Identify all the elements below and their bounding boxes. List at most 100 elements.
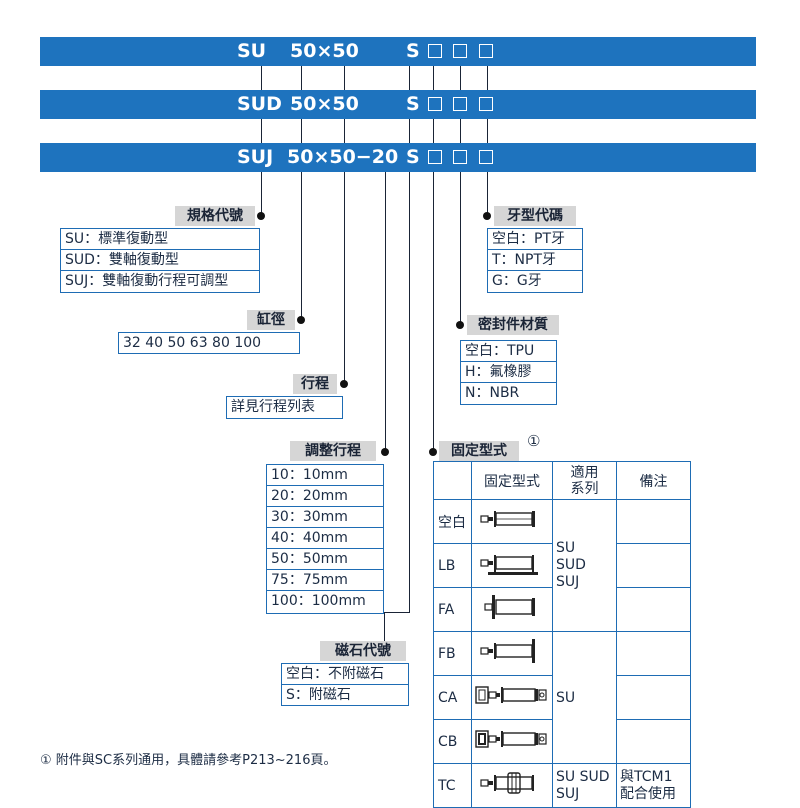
mount-remark	[616, 543, 691, 588]
connector-line	[409, 119, 411, 143]
mount-code: FB	[433, 631, 472, 676]
seal-label: 密封件材質	[467, 315, 559, 335]
connector-dot	[297, 316, 305, 324]
connector-line	[460, 172, 462, 325]
connector-line	[487, 172, 489, 216]
adjust-stroke-item: 50：50mm	[267, 549, 383, 570]
code-slot-square	[428, 97, 442, 111]
code-slot-square	[453, 97, 467, 111]
connector-line	[409, 172, 411, 612]
cylinder-fa-icon	[484, 595, 535, 619]
connector-dot	[381, 448, 389, 456]
bore-box: 32 40 50 63 80 100	[118, 332, 300, 354]
mount-code: 空白	[433, 499, 472, 544]
seal-item: N：NBR	[465, 385, 520, 401]
code-slot-square	[479, 44, 493, 58]
connector-line	[261, 66, 263, 90]
mount-series-line: SU	[556, 540, 576, 556]
mount-series-group: SU SUD SUJ	[552, 499, 617, 632]
mount-icon-cell	[471, 543, 553, 588]
mount-header-series: 適用 系列	[552, 461, 617, 500]
cylinder-ca-icon	[475, 686, 547, 704]
mount-remark	[616, 631, 691, 676]
adjust-stroke-item: 10：10mm	[267, 465, 383, 486]
thread-box: 空白：PT牙 T：NPT牙 G：G牙	[487, 228, 583, 293]
bar-size: 50×50	[290, 93, 359, 115]
connector-line	[384, 612, 410, 614]
connector-line	[433, 66, 435, 90]
mount-footnote-marker: ①	[527, 432, 541, 450]
spec-code-item: SU：標準復動型	[61, 229, 259, 250]
bar-size: 50×50−20	[287, 146, 399, 168]
magnet-item: S：附磁石	[286, 687, 351, 703]
mount-icon-cell	[471, 719, 553, 764]
bar-model: SU	[237, 40, 267, 62]
mount-header-remark: 備注	[616, 461, 691, 500]
mount-series-line: SU	[556, 689, 576, 706]
connector-line	[301, 172, 303, 320]
mount-series-line: SUJ	[556, 574, 580, 590]
bar-model: SUJ	[237, 146, 274, 168]
mount-code: CB	[433, 719, 472, 764]
adjust-stroke-box: 10：10mm 20：20mm 30：30mm 40：40mm 50：50mm …	[266, 464, 384, 614]
cylinder-tc-icon	[480, 772, 534, 794]
connector-line	[409, 66, 411, 90]
connector-dot	[429, 448, 437, 456]
mount-remark	[616, 675, 691, 720]
seal-item: 空白：TPU	[461, 341, 556, 362]
magnet-label: 磁石代號	[320, 641, 406, 661]
cylinder-lb-icon	[480, 555, 538, 575]
bar-suffix: S	[406, 146, 420, 168]
code-slot-square	[479, 150, 493, 164]
connector-line	[460, 66, 462, 90]
spec-code-label: 規格代號	[175, 206, 255, 226]
code-slot-square	[479, 97, 493, 111]
mount-table: 固定型式 適用 系列 備注 空白 SU SUD SUJ LB	[433, 461, 691, 808]
connector-dot	[456, 321, 464, 329]
model-bar-sud	[40, 90, 756, 119]
model-bar-su	[40, 37, 756, 66]
code-slot-square	[428, 44, 442, 58]
bar-suffix: S	[406, 40, 420, 62]
thread-item: 空白：PT牙	[488, 229, 582, 250]
connector-line	[344, 66, 346, 90]
mount-series-group: SU SUD SUJ	[552, 763, 617, 808]
code-slot-square	[453, 44, 467, 58]
magnet-box: 空白：不附磁石 S：附磁石	[281, 663, 409, 706]
bore-values: 32 40 50 63 80 100	[123, 335, 262, 351]
model-bar-suj	[40, 143, 756, 172]
spec-code-box: SU：標準復動型 SUD：雙軸復動型 SUJ：雙軸復動行程可調型	[60, 228, 260, 293]
spec-code-item: SUD：雙軸復動型	[61, 250, 259, 271]
connector-line	[487, 66, 489, 90]
mount-remark	[616, 719, 691, 764]
code-slot-square	[453, 150, 467, 164]
mount-series-line: SU SUD	[556, 768, 610, 785]
mount-remark: 與TCM1 配合使用	[616, 763, 691, 808]
mount-remark-line: 與TCM1	[620, 768, 673, 785]
mount-code: FA	[433, 587, 472, 632]
mount-icon-cell	[471, 675, 553, 720]
footnote: ① 附件與SC系列通用，具體請參考P213~216頁。	[40, 753, 337, 768]
thread-item: G：G牙	[492, 273, 542, 289]
thread-label: 牙型代碼	[494, 206, 576, 226]
mount-remark	[616, 587, 691, 632]
mount-icon-cell	[471, 631, 553, 676]
connector-line	[261, 119, 263, 143]
code-slot-square	[428, 150, 442, 164]
bore-label: 缸徑	[247, 310, 295, 330]
connector-line	[433, 172, 435, 452]
mount-code: CA	[433, 675, 472, 720]
connector-line	[385, 172, 387, 452]
connector-line	[301, 66, 303, 90]
mount-series-line: SUJ	[556, 785, 580, 802]
mount-icon-cell	[471, 587, 553, 632]
mount-series-line: SUD	[556, 557, 586, 573]
connector-line	[344, 119, 346, 143]
cylinder-basic-icon	[480, 511, 535, 527]
seal-box: 空白：TPU H：氟橡膠 N：NBR	[460, 340, 557, 405]
mount-header-code	[433, 461, 472, 500]
connector-line	[433, 119, 435, 143]
adjust-stroke-item: 30：30mm	[267, 507, 383, 528]
connector-line	[487, 119, 489, 143]
adjust-stroke-item: 75：75mm	[267, 570, 383, 591]
